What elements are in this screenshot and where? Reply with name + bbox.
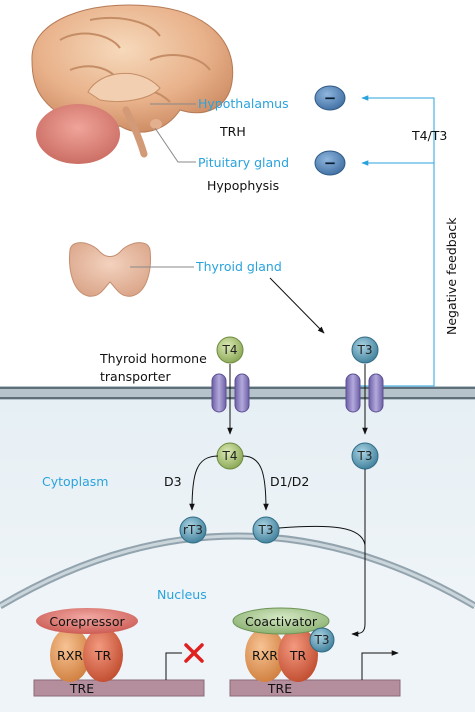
negative-feedback-label: Negative feedback	[444, 217, 459, 335]
svg-text:T3: T3	[314, 633, 330, 647]
pituitary-label: Pituitary gland	[198, 155, 289, 170]
t3-transporter	[345, 373, 384, 413]
svg-text:T4: T4	[222, 343, 238, 357]
cerebellum	[36, 104, 120, 164]
svg-text:T4: T4	[222, 449, 238, 463]
tre-right	[229, 679, 401, 697]
rxr-right	[245, 628, 285, 682]
coactivator	[232, 607, 330, 635]
svg-text:rT3: rT3	[183, 523, 203, 537]
svg-text:RXR: RXR	[252, 648, 278, 663]
svg-text:RXR: RXR	[57, 648, 83, 663]
svg-text:TR: TR	[289, 648, 307, 663]
corepressor	[36, 608, 138, 634]
d1d2-conversion-arrow	[242, 455, 269, 511]
transporter-label-line1: Thyroid hormone	[99, 351, 207, 366]
svg-text:−: −	[324, 89, 337, 107]
rxr-left	[50, 628, 90, 682]
tre-left	[33, 679, 205, 697]
t3-outside: T3	[351, 336, 379, 364]
pituitary-leader	[154, 127, 196, 163]
svg-text:TRE: TRE	[267, 681, 292, 696]
t3-converted: T3	[252, 516, 280, 544]
svg-text:Corepressor: Corepressor	[49, 614, 125, 629]
cytoplasm-label: Cytoplasm	[42, 474, 108, 489]
d3-conversion-arrow	[189, 455, 219, 511]
activated-complex: TRE RXR TR Coactivator T3	[229, 607, 401, 697]
trh-label: TRH	[219, 124, 246, 139]
feedback-loop-line	[360, 95, 435, 387]
feedback-hormones-label: T4/T3	[411, 128, 447, 143]
svg-text:T3: T3	[258, 523, 274, 537]
hypothalamus-label: Hypothalamus	[198, 96, 289, 111]
repression-x-icon	[184, 643, 204, 663]
svg-text:−: −	[324, 154, 337, 172]
thyroid-to-t3-arrow	[269, 277, 325, 334]
t3-inside: T3	[351, 442, 379, 470]
repressed-complex: TRE RXR TR Corepressor	[33, 608, 205, 697]
t3-bound	[309, 627, 335, 653]
t4-transporter	[211, 373, 250, 413]
svg-text:T3: T3	[357, 449, 373, 463]
rt3-molecule: rT3	[179, 516, 207, 544]
t4-outside: T4	[216, 336, 244, 364]
d1d2-label: D1/D2	[270, 474, 309, 489]
hypophysis-label: Hypophysis	[207, 178, 279, 193]
blocked-transcription-line	[165, 652, 182, 680]
tr-right	[278, 628, 318, 682]
thyroid-label: Thyroid gland	[195, 259, 282, 274]
d3-label: D3	[164, 474, 182, 489]
tr-left	[83, 628, 123, 682]
svg-text:TRE: TRE	[69, 681, 94, 696]
inhibit-hypothalamus-icon: −	[314, 85, 346, 111]
svg-text:Coactivator: Coactivator	[245, 614, 318, 629]
inhibit-pituitary-icon: −	[314, 150, 346, 176]
t4-inside: T4	[216, 442, 244, 470]
active-transcription-arrow	[361, 650, 399, 680]
brain-illustration	[31, 4, 234, 164]
svg-text:TR: TR	[94, 648, 112, 663]
nucleus-label: Nucleus	[157, 587, 207, 602]
thyroid-illustration	[69, 242, 151, 297]
svg-text:T3: T3	[357, 343, 373, 357]
converted-t3-merge-line	[278, 525, 366, 546]
transporter-label-line2: transporter	[100, 369, 171, 384]
t3-to-nucleus-line	[351, 469, 366, 637]
pituitary-bulb	[150, 119, 162, 129]
